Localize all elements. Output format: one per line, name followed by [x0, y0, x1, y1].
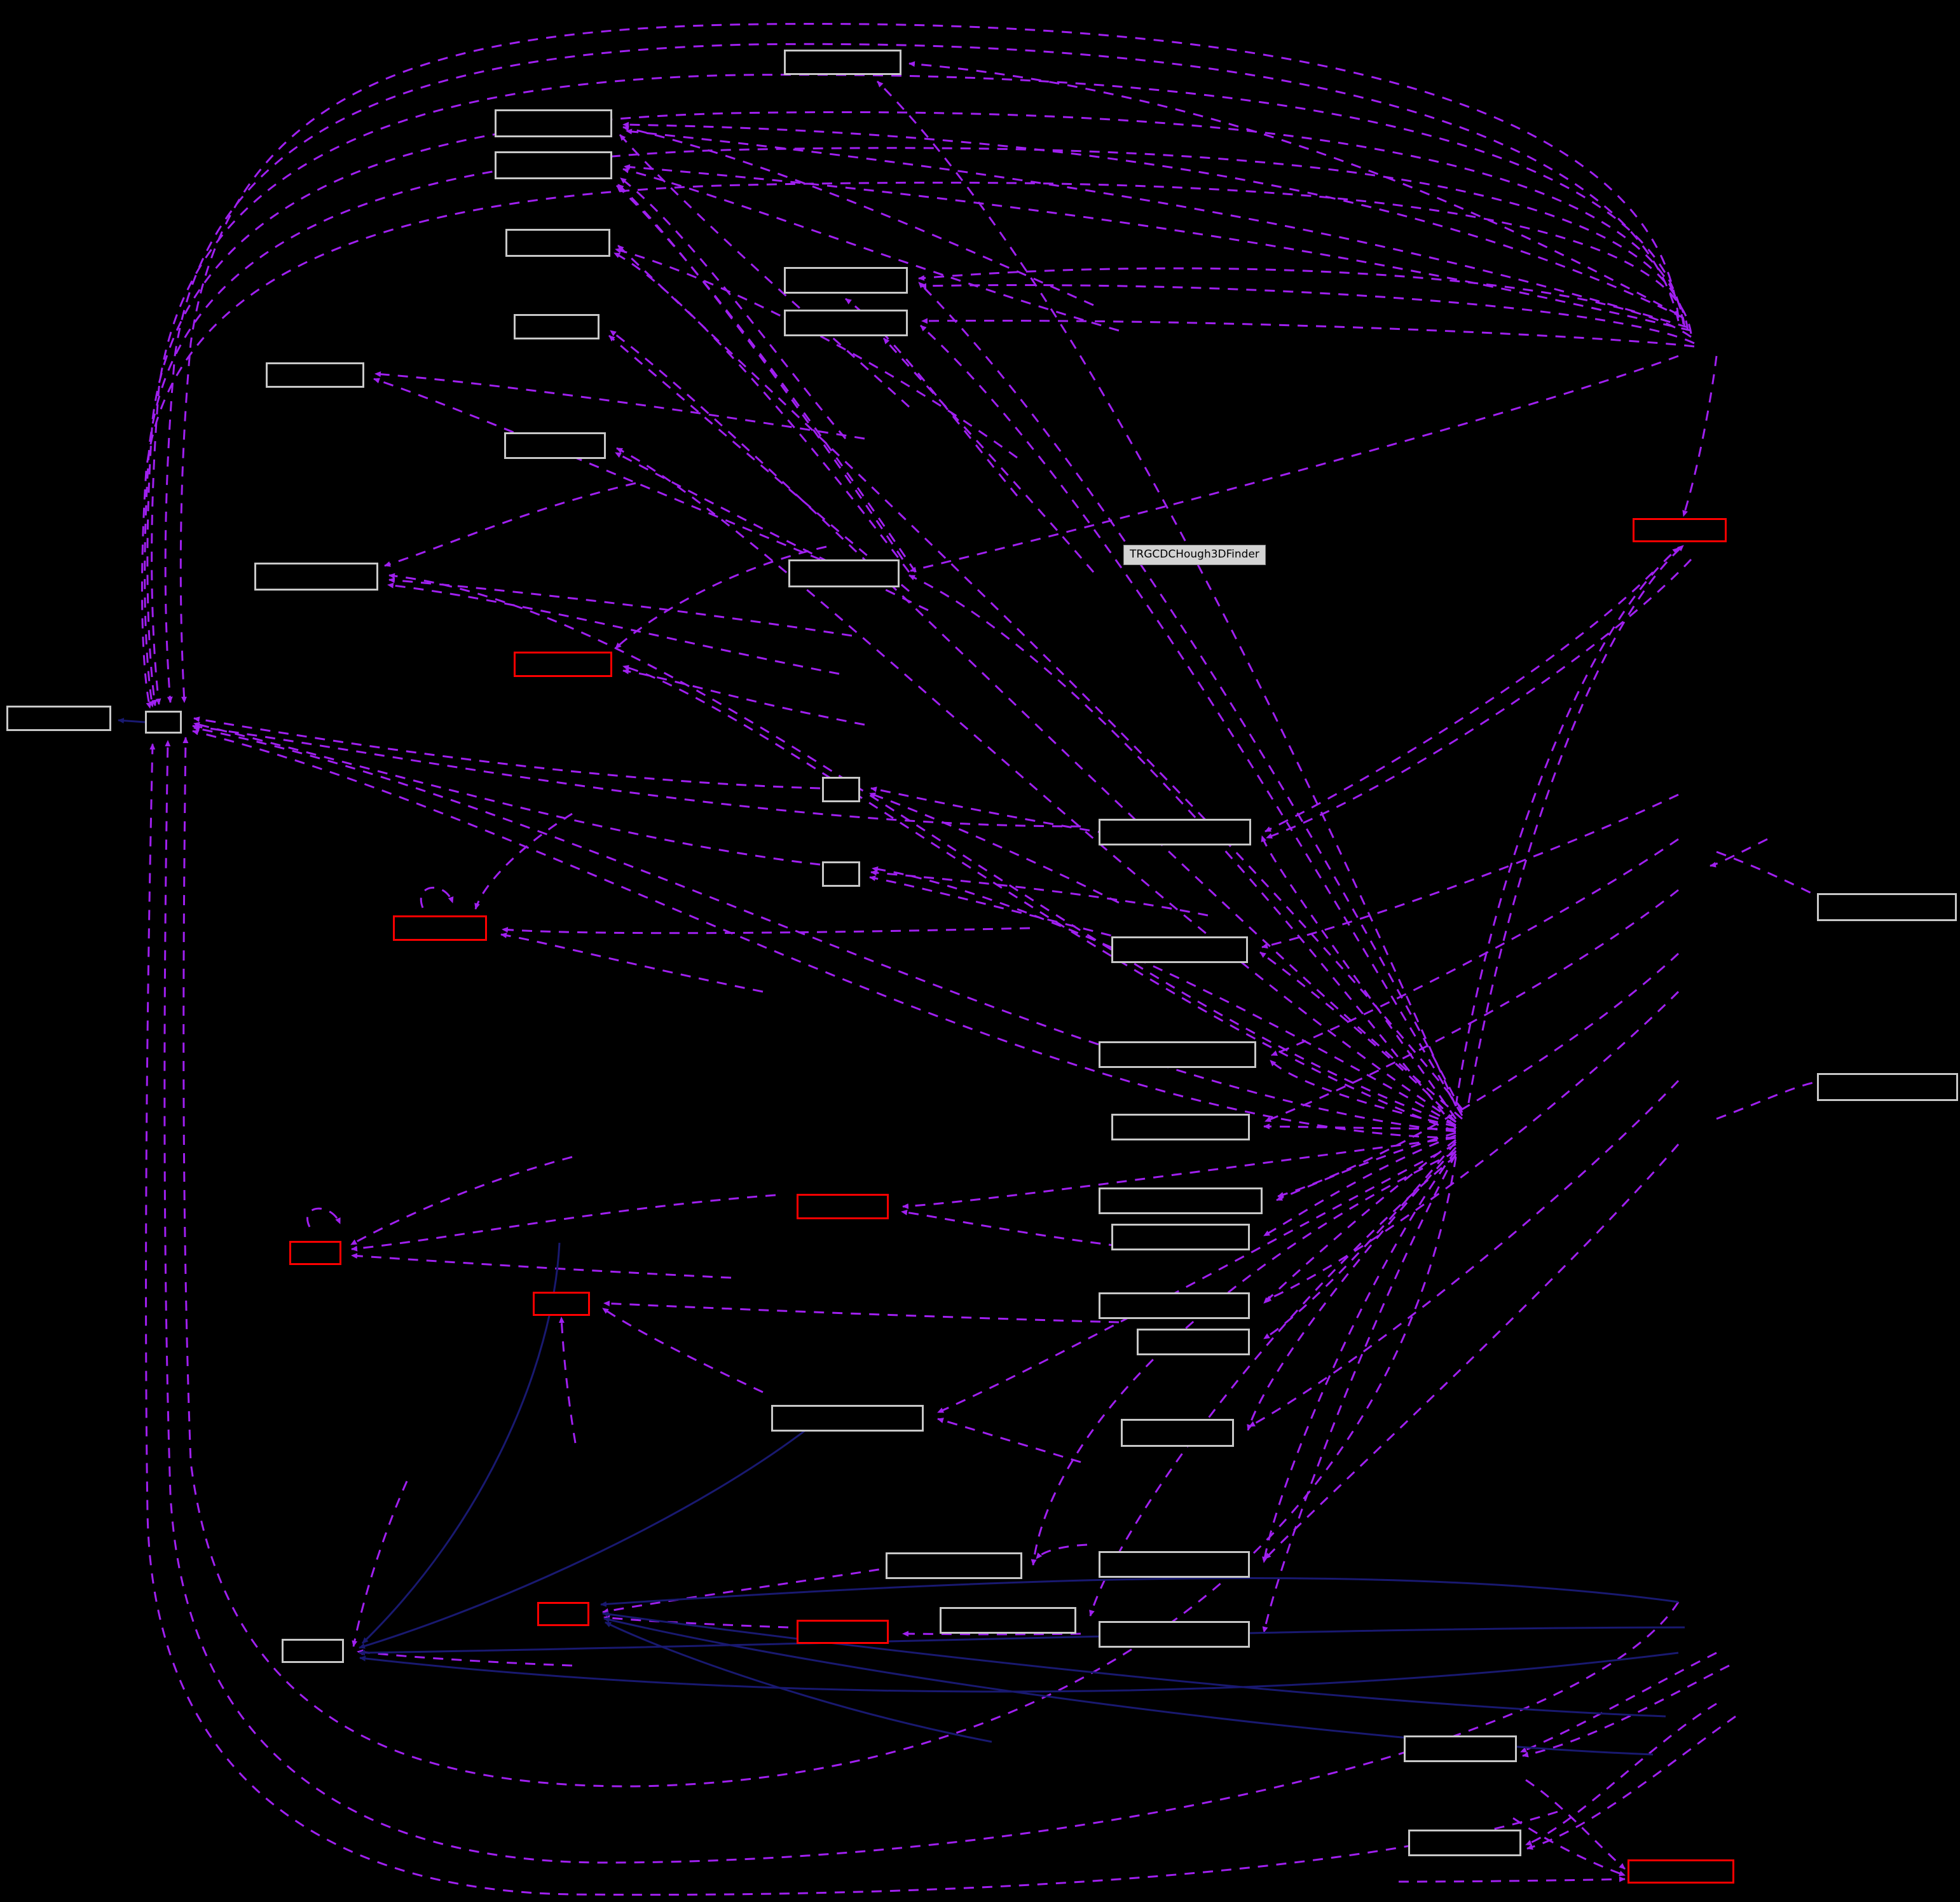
graph-node[interactable]	[514, 314, 600, 339]
graph-node[interactable]	[504, 432, 606, 459]
graph-node[interactable]	[1137, 1329, 1250, 1355]
graph-node-label	[256, 564, 376, 589]
graph-node[interactable]	[289, 1241, 341, 1265]
graph-node[interactable]	[6, 706, 111, 731]
graph-node[interactable]	[822, 861, 860, 887]
graph-node[interactable]	[784, 267, 908, 294]
graph-node[interactable]	[533, 1292, 590, 1316]
graph-node[interactable]	[788, 559, 900, 587]
graph-node-label	[395, 917, 485, 939]
graph-node[interactable]	[1099, 1621, 1250, 1648]
graph-node[interactable]	[495, 109, 612, 137]
graph-node-label	[1410, 1831, 1519, 1854]
node-tooltip: TRGCDCHough3DFinder	[1123, 545, 1266, 565]
graph-node-label	[824, 863, 858, 885]
graph-node[interactable]	[145, 711, 182, 734]
graph-node[interactable]	[1404, 1735, 1517, 1762]
graph-node[interactable]	[1099, 1187, 1263, 1214]
graph-node-label	[1113, 938, 1246, 961]
graph-node[interactable]	[771, 1405, 924, 1432]
solid-edge-group	[118, 718, 1685, 1756]
graph-node-label	[268, 364, 362, 386]
graph-node-label	[8, 708, 109, 729]
graph-node[interactable]	[940, 1607, 1076, 1634]
graph-node[interactable]	[797, 1194, 889, 1219]
graph-node[interactable]	[784, 310, 908, 336]
graph-node-label	[1819, 895, 1955, 919]
graph-node[interactable]	[1817, 1073, 1958, 1101]
graph-node[interactable]	[495, 151, 612, 179]
graph-node[interactable]	[1099, 1551, 1250, 1578]
graph-node-label	[798, 1622, 887, 1642]
graph-node-label	[798, 1196, 887, 1217]
graph-node-label	[1629, 1861, 1732, 1882]
graph-node-label	[516, 316, 598, 338]
graph-node-label	[773, 1407, 922, 1430]
graph-node-label	[790, 561, 898, 585]
graph-node[interactable]	[822, 777, 860, 802]
graph-node[interactable]	[514, 652, 612, 677]
graph-node[interactable]	[1111, 936, 1248, 963]
graph-node-label	[497, 111, 610, 135]
graph-node[interactable]	[254, 563, 378, 591]
graph-node-label	[1123, 1421, 1232, 1445]
graph-node[interactable]	[537, 1602, 589, 1626]
graph-node-label	[506, 434, 604, 457]
graph-node-label	[147, 713, 180, 732]
graph-node-label	[942, 1609, 1074, 1632]
graph-node[interactable]	[266, 362, 364, 388]
graph-node-label	[497, 153, 610, 177]
graph-node-label	[535, 1294, 588, 1314]
graph-node-label	[786, 269, 906, 292]
graph-node-label	[1113, 1226, 1248, 1249]
graph-node-label	[786, 51, 900, 73]
graph-node[interactable]	[797, 1620, 889, 1644]
graph-node-label	[507, 231, 608, 255]
graph-node[interactable]	[1121, 1419, 1234, 1447]
graph-node[interactable]	[393, 915, 487, 941]
graph-node[interactable]	[282, 1639, 344, 1663]
graph-node[interactable]	[886, 1552, 1022, 1579]
graph-node[interactable]	[1817, 893, 1957, 921]
graph-node-label	[539, 1604, 587, 1624]
graph-node-label	[1819, 1075, 1956, 1099]
dashed-edge-group	[140, 23, 1828, 1896]
graph-node-label	[516, 653, 610, 675]
graph-node-label	[1100, 1189, 1261, 1212]
graph-node-label	[1100, 1043, 1254, 1066]
graph-node-label	[284, 1641, 342, 1661]
graph-node-label	[1139, 1331, 1248, 1353]
graph-node[interactable]	[1099, 819, 1251, 845]
graph-node-label	[1100, 1294, 1248, 1317]
graph-node-label	[786, 311, 906, 334]
graph-node[interactable]	[1628, 1859, 1734, 1884]
graph-node-label	[1100, 1623, 1248, 1646]
graph-node[interactable]	[1111, 1224, 1250, 1250]
graph-node[interactable]	[1408, 1830, 1521, 1856]
graph-node-label	[1406, 1737, 1515, 1760]
graph-node-label	[1113, 1116, 1248, 1139]
graph-node-label	[1634, 520, 1725, 540]
graph-node-label	[291, 1243, 339, 1263]
graph-node[interactable]	[1633, 518, 1727, 542]
graph-node[interactable]	[1111, 1114, 1250, 1140]
graph-node-label	[824, 779, 858, 800]
graph-node-label	[887, 1554, 1020, 1577]
graph-node-label	[1100, 821, 1249, 844]
graph-node[interactable]	[1099, 1292, 1250, 1319]
graph-node[interactable]	[1099, 1041, 1256, 1068]
graph-node-label	[1100, 1553, 1248, 1576]
graph-node[interactable]	[784, 50, 901, 75]
graph-node[interactable]	[505, 229, 610, 257]
